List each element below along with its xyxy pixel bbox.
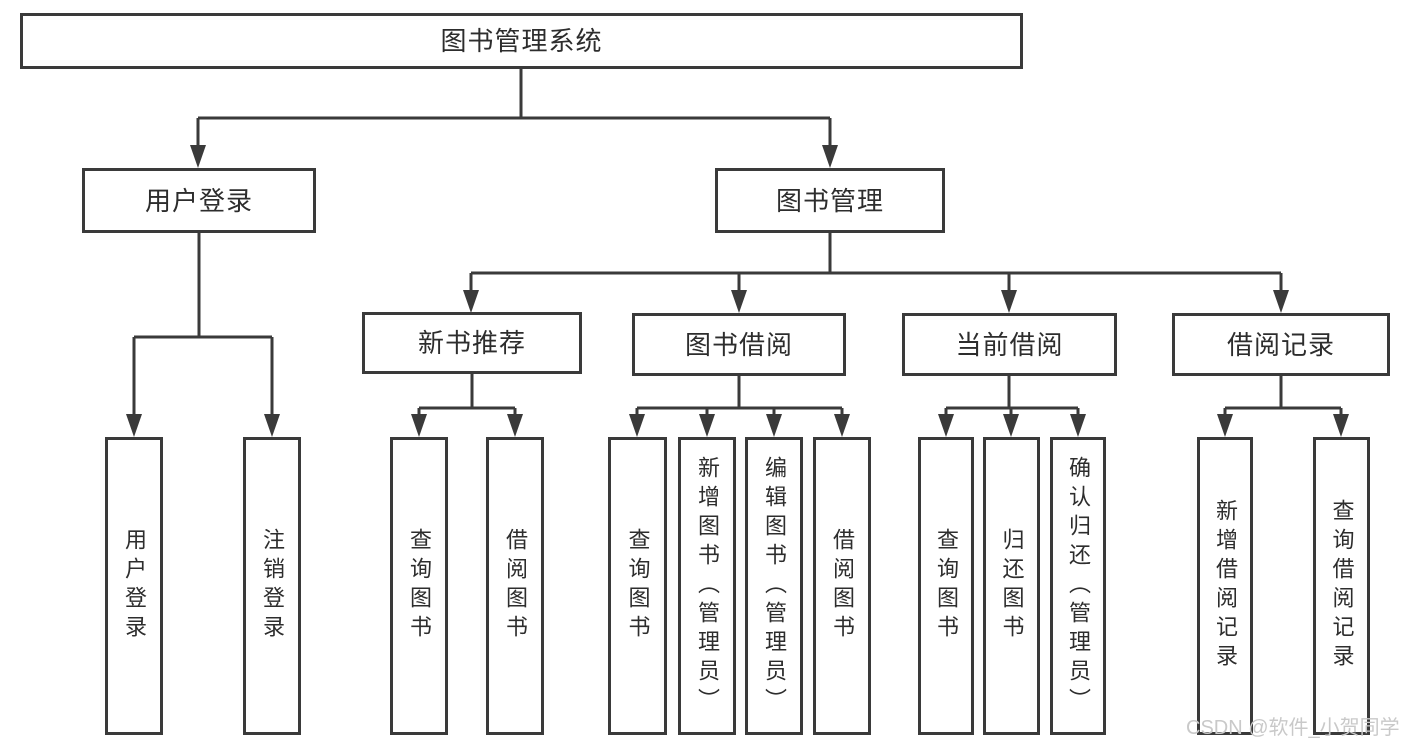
leaf-logout: 注销登录 bbox=[243, 437, 301, 735]
node-user-login: 用户登录 bbox=[82, 168, 316, 233]
leaf-bb-add-books-admin: 新增图书（管理员） bbox=[678, 437, 736, 735]
node-current-borrowing: 当前借阅 bbox=[902, 313, 1117, 376]
leaf-br-query-borrow-record: 查询借阅记录 bbox=[1313, 437, 1370, 735]
leaf-cb-return-books: 归还图书 bbox=[983, 437, 1040, 735]
leaf-cb-query-books: 查询图书 bbox=[918, 437, 974, 735]
node-borrowing-records: 借阅记录 bbox=[1172, 313, 1390, 376]
leaf-nb-borrow-books: 借阅图书 bbox=[486, 437, 544, 735]
leaf-bb-edit-books-admin: 编辑图书（管理员） bbox=[745, 437, 803, 735]
leaf-br-add-borrow-record: 新增借阅记录 bbox=[1197, 437, 1253, 735]
node-library-management-system: 图书管理系统 bbox=[20, 13, 1023, 69]
leaf-cb-confirm-return-admin: 确认归还（管理员） bbox=[1050, 437, 1106, 735]
leaf-nb-query-books: 查询图书 bbox=[390, 437, 448, 735]
node-book-borrowing: 图书借阅 bbox=[632, 313, 846, 376]
node-new-book-recommendation: 新书推荐 bbox=[362, 312, 582, 374]
node-book-management: 图书管理 bbox=[715, 168, 945, 233]
leaf-bb-borrow-books: 借阅图书 bbox=[813, 437, 871, 735]
leaf-user-login: 用户登录 bbox=[105, 437, 163, 735]
watermark-csdn: CSDN @软件_小贺同学 bbox=[1186, 717, 1400, 739]
leaf-bb-query-books: 查询图书 bbox=[608, 437, 667, 735]
